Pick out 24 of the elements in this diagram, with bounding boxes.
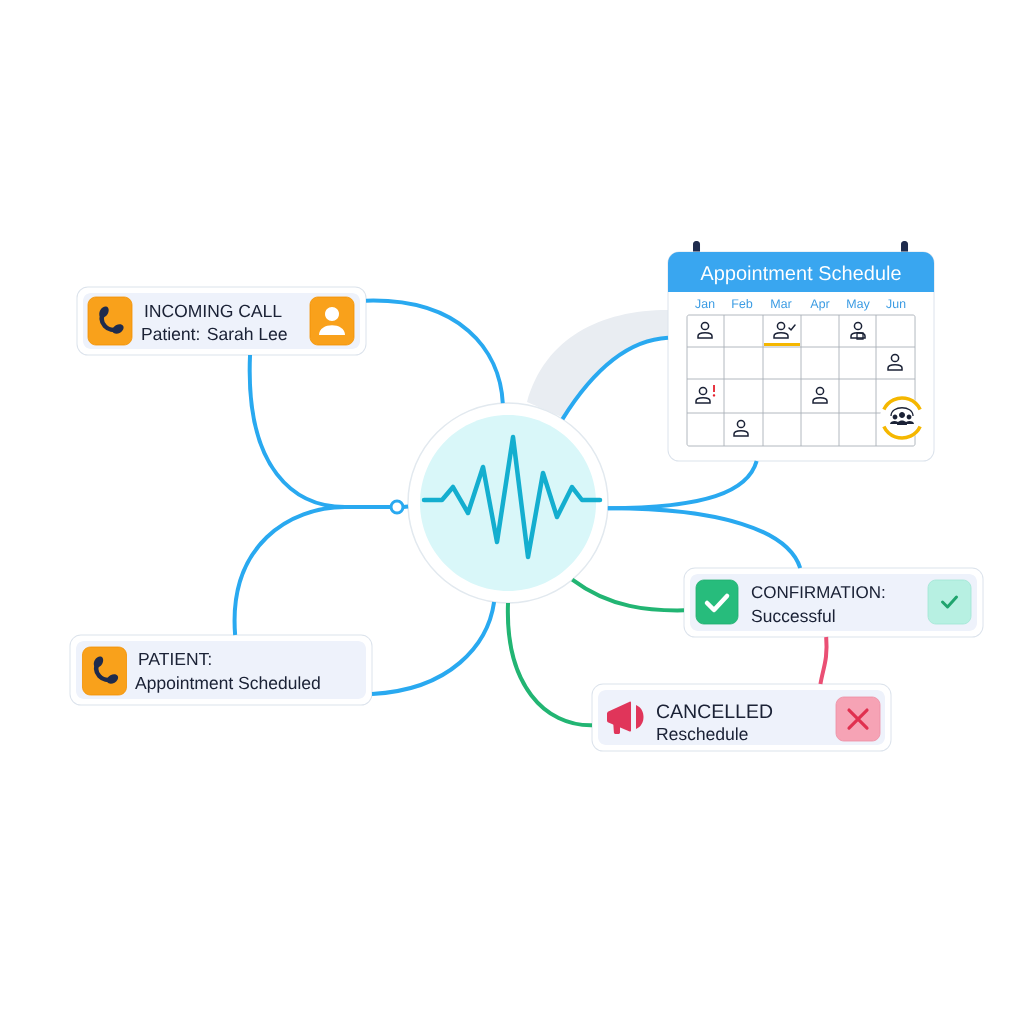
connector-line	[371, 601, 497, 696]
card-text: Successful	[751, 609, 835, 623]
connector-line	[232, 505, 391, 636]
month-label: Jun	[886, 299, 906, 309]
card-heading: INCOMING CALL	[145, 304, 282, 318]
month-label: May	[847, 299, 870, 311]
month-label: Mar	[771, 299, 792, 309]
connector-line	[402, 504, 409, 509]
connector-line	[506, 603, 593, 728]
connector-line	[571, 577, 685, 613]
card-text: Appointment Scheduled	[135, 676, 320, 693]
card-heading: CONFIRMATION:	[751, 586, 885, 599]
month-label: Feb	[732, 298, 753, 309]
connector-line	[818, 636, 829, 685]
calendar-header: Appointment Schedule	[668, 252, 934, 292]
connector-line	[560, 335, 669, 421]
card-heading: CANCELLED	[657, 704, 773, 719]
month-label: Apr	[810, 299, 830, 311]
card-text: Patient: Sarah Lee	[142, 327, 287, 341]
card-heading: PATIENT:	[139, 652, 211, 665]
month-label: Jan	[695, 299, 715, 309]
connector-line	[365, 298, 505, 404]
connector-line	[607, 506, 802, 569]
card-text: Reschedule	[657, 727, 748, 741]
